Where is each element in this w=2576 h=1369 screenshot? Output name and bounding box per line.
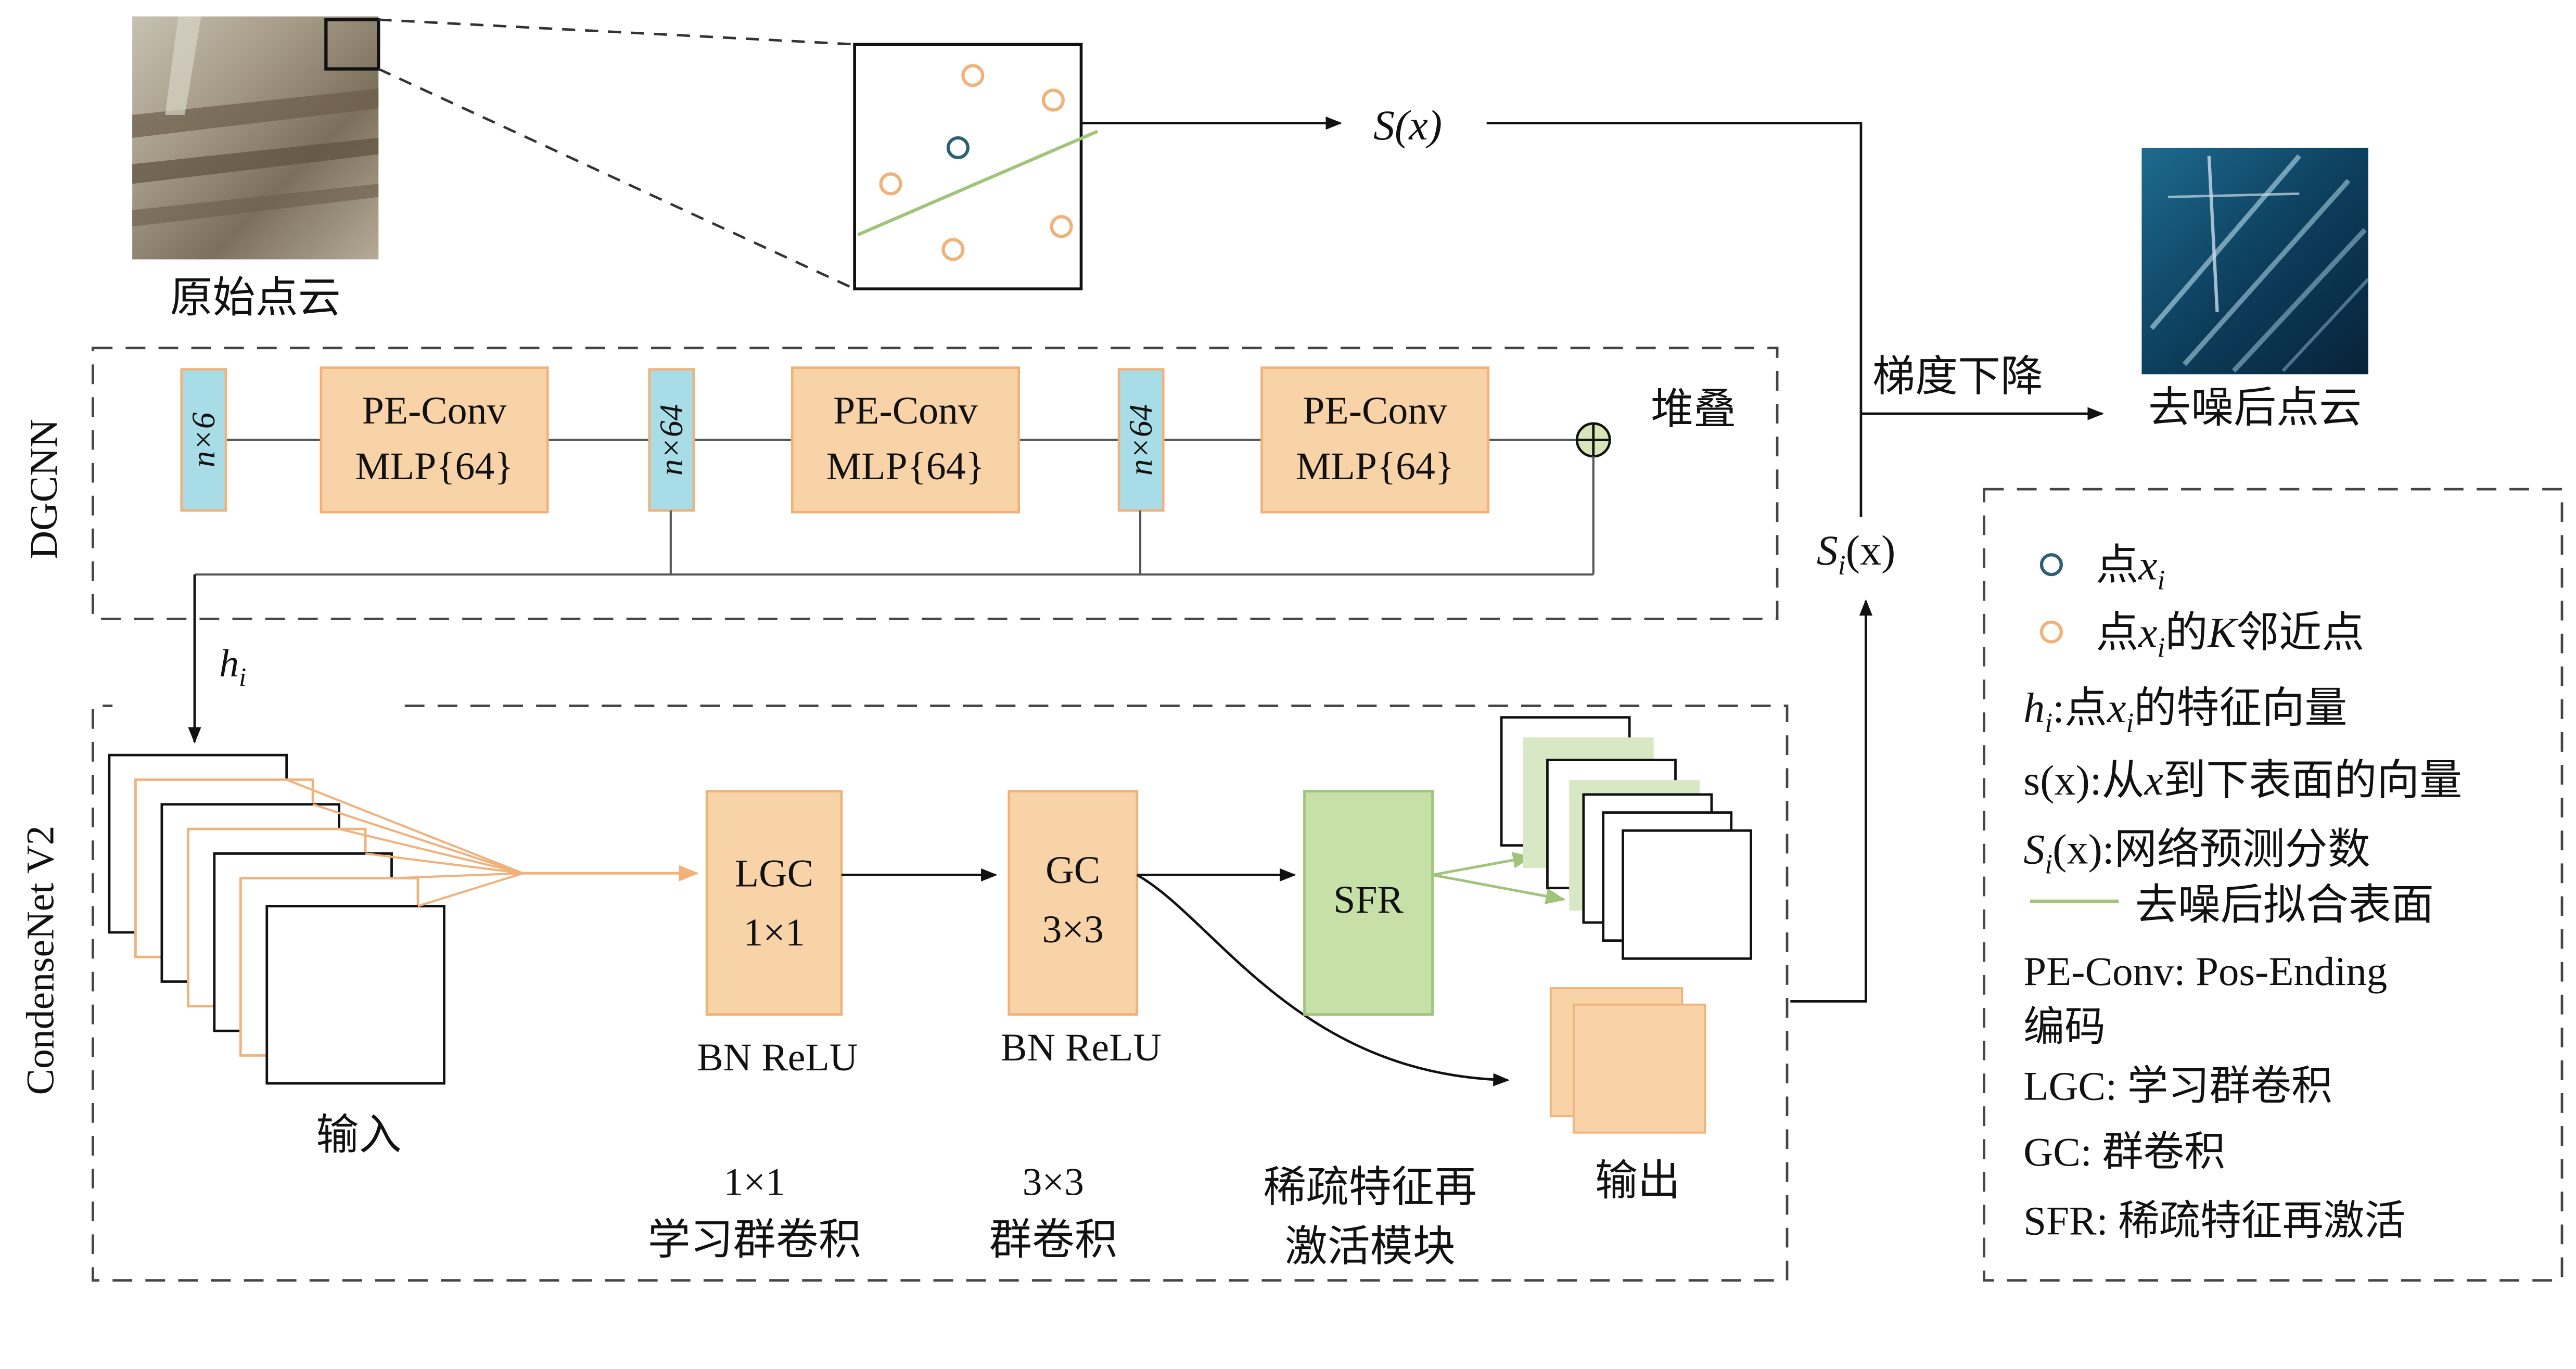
sfr-to-green-arrow-2 [1432, 873, 1566, 904]
legend-gc: GC: 群卷积 [2023, 1130, 2225, 1175]
feature-block-n64-2: n×64 [1117, 368, 1165, 512]
legend-item-fit-surface: 去噪后拟合表面 [2030, 881, 2434, 929]
legend-sfr: SFR: 稀疏特征再激活 [2023, 1198, 2405, 1244]
original-point-cloud-image [132, 16, 380, 260]
legend-item-si: Si(x):网络预测分数 [2023, 825, 2370, 879]
gc-caption-name: 群卷积 [989, 1216, 1117, 1263]
svg-text:点xi的K邻近点: 点xi的K邻近点 [2096, 609, 2364, 663]
feature-block-n64-1: n×64 [648, 368, 695, 512]
condensenet-region [92, 705, 1789, 1282]
svg-text:SFR: SFR [1333, 878, 1404, 922]
legend-box [1983, 488, 2564, 1282]
svg-text:n×64: n×64 [1123, 404, 1159, 476]
reactivated-feature-stack [1500, 716, 1752, 960]
zoom-line-top [378, 18, 855, 46]
zoom-box [853, 43, 1099, 291]
neighbor-point [941, 238, 965, 261]
lgc-caption-size: 1×1 [724, 1161, 785, 1204]
svg-text:n×6: n×6 [185, 412, 222, 467]
neighbor-point [879, 172, 902, 196]
legend-pe-conv-line1: PE-Conv: Pos-Ending [2023, 949, 2387, 994]
svg-text:点xi: 点xi [2096, 542, 2165, 596]
lgc-caption-name: 学习群卷积 [648, 1216, 861, 1263]
lgc-bn-relu-label: BN ReLU [697, 1036, 858, 1079]
sfr-caption-line1: 稀疏特征再 [1264, 1163, 1477, 1211]
denoised-point-cloud-image [2141, 147, 2370, 375]
svg-text:MLP{64}: MLP{64} [826, 445, 985, 488]
gc-to-output-arrow [1136, 874, 1510, 1086]
gc-block: GC 3×3 [1008, 790, 1139, 1016]
svg-text:PE-Conv: PE-Conv [1303, 389, 1447, 432]
denoised-cloud-label: 去噪后点云 [2148, 384, 2362, 431]
si-label: Si(x) [1817, 527, 1896, 581]
original-cloud-label: 原始点云 [170, 274, 341, 321]
legend-item-point: 点xi [2039, 542, 2165, 596]
center-point [946, 136, 970, 160]
svg-text:Si(x):网络预测分数: Si(x):网络预测分数 [2023, 825, 2370, 879]
gradient-descent-label: 梯度下降 [1872, 353, 2043, 400]
lgc-block: LGC 1×1 [705, 790, 843, 1016]
output-to-si-arrow [1790, 599, 1873, 1003]
concat-symbol-icon [1575, 422, 1611, 458]
neighbor-point [1050, 215, 1073, 238]
sfr-caption-line2: 激活模块 [1285, 1223, 1456, 1270]
condensenet-label: CondenseNet V2 [19, 826, 62, 1095]
svg-text:PE-Conv: PE-Conv [362, 389, 507, 432]
input-feature-stack [108, 753, 445, 1085]
sfr-to-green-arrow-1 [1432, 852, 1533, 876]
neighbor-point [961, 64, 985, 87]
neighbor-point [1041, 88, 1065, 112]
feature-block-n6: n×6 [180, 368, 227, 512]
dgcnn-region [92, 347, 1779, 620]
output-feature-stack [1549, 987, 1706, 1134]
pe-conv-block-1: PE-Conv MLP{64} [320, 366, 549, 514]
sx-to-junction-line [1486, 122, 1863, 517]
input-funnel-lines [286, 778, 524, 907]
gc-caption-size: 3×3 [1023, 1161, 1084, 1204]
svg-text:n×64: n×64 [653, 404, 690, 476]
zoom-line-bottom [378, 68, 856, 290]
svg-text:1×1: 1×1 [743, 911, 805, 954]
svg-text:MLP{64}: MLP{64} [1296, 445, 1454, 488]
input-label: 输入 [316, 1111, 401, 1158]
svg-text:去噪后拟合表面: 去噪后拟合表面 [2135, 881, 2434, 929]
fitted-surface-line [857, 130, 1099, 237]
legend-pe-conv-line2: 编码 [2023, 1005, 2106, 1050]
output-label: 输出 [1595, 1157, 1680, 1205]
svg-text:MLP{64}: MLP{64} [355, 445, 514, 488]
svg-text:LGC: LGC [735, 852, 813, 895]
svg-text:s(x):从x到下表面的向量: s(x):从x到下表面的向量 [2023, 757, 2462, 804]
legend-item-hi: hi:点xi的特征向量 [2023, 684, 2347, 738]
pe-conv-block-2: PE-Conv MLP{64} [790, 366, 1020, 514]
point-marker-icon [2039, 553, 2063, 577]
sx-label: S(x) [1373, 101, 1442, 149]
legend-item-sx: s(x):从x到下表面的向量 [2023, 757, 2462, 804]
stack-label: 堆叠 [1651, 386, 1736, 433]
neighbor-marker-icon [2039, 620, 2063, 644]
svg-text:3×3: 3×3 [1042, 908, 1104, 951]
legend-lgc: LGC: 学习群卷积 [2023, 1064, 2332, 1109]
svg-text:hi:点xi的特征向量: hi:点xi的特征向量 [2023, 684, 2347, 738]
hi-label: hi [219, 642, 246, 692]
gc-bn-relu-label: BN ReLU [1001, 1026, 1162, 1069]
svg-text:GC: GC [1045, 849, 1100, 892]
pe-conv-block-3: PE-Conv MLP{64} [1260, 366, 1490, 514]
dgcnn-label: DGCNN [22, 419, 66, 559]
svg-text:PE-Conv: PE-Conv [833, 389, 978, 432]
legend-item-knn: 点xi的K邻近点 [2039, 609, 2364, 663]
sfr-block: SFR [1303, 790, 1434, 1016]
